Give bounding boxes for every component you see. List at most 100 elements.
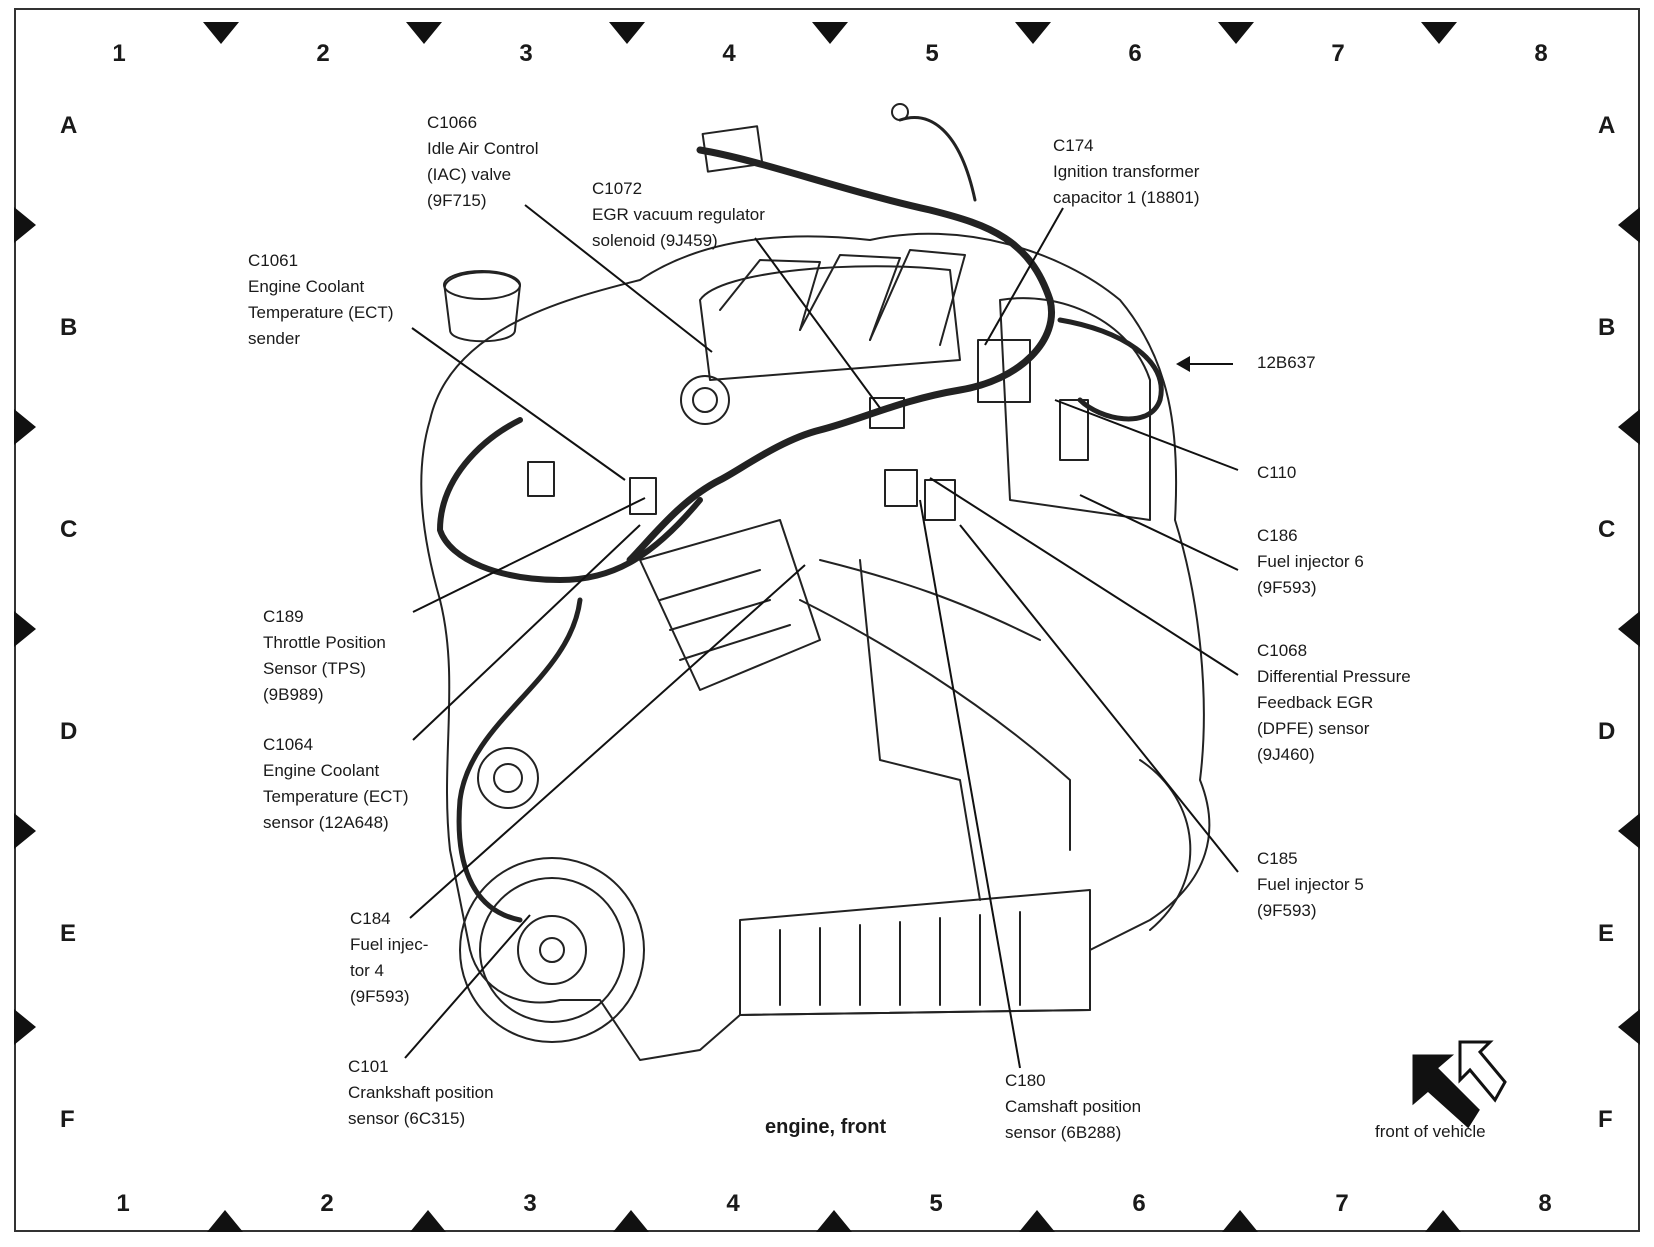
grid-row-left-b: B [60, 314, 78, 341]
callout-c1068-line: (9J460) [1257, 745, 1315, 764]
grid-col-top-5: 5 [925, 40, 939, 67]
grid-row-left-a: A [60, 112, 78, 139]
callout-c185: C185 Fuel injector 5 (9F593) [1257, 846, 1364, 924]
callout-c1066-line: Idle Air Control [427, 139, 539, 158]
callout-c189-line: C189 [263, 607, 304, 626]
grid-row-right-a: A [1598, 112, 1616, 139]
grid-col-bottom-1: 1 [116, 1190, 130, 1217]
wiring-harness [626, 146, 1055, 564]
callout-c1061: C1061 Engine Coolant Temperature (ECT) s… [248, 248, 393, 352]
grid-marker-left [14, 813, 36, 849]
callout-c174-line: capacitor 1 (18801) [1053, 188, 1200, 207]
grid-col-top-6: 6 [1128, 40, 1142, 67]
callout-c101-line: sensor (6C315) [348, 1109, 466, 1128]
callout-c180-line: C180 [1005, 1071, 1046, 1090]
callout-c186-line: Fuel injector 6 [1257, 552, 1364, 571]
callout-c186: C186 Fuel injector 6 (9F593) [1257, 523, 1364, 601]
grid-row-right-b: B [1598, 314, 1616, 341]
callout-c1068-line: C1068 [1257, 641, 1308, 660]
grid-col-bottom-6: 6 [1132, 1190, 1146, 1217]
callout-c174-line: C174 [1053, 136, 1094, 155]
grid-marker-right [1618, 813, 1640, 849]
grid-marker-top [609, 22, 645, 44]
grid-marker-left [14, 409, 36, 445]
callout-c1064-line: Temperature (ECT) [263, 787, 409, 806]
callout-c101-line: C101 [348, 1057, 389, 1076]
grid-marker-top [406, 22, 442, 44]
grid-marker-bottom [1222, 1210, 1258, 1232]
callout-c1072-line: solenoid (9J459) [592, 231, 718, 250]
grid-row-right-f: F [1598, 1106, 1613, 1133]
callout-c189: C189 Throttle Position Sensor (TPS) (9B9… [263, 604, 386, 708]
callout-12b637: 12B637 [1257, 350, 1316, 376]
grid-col-bottom-7: 7 [1335, 1190, 1349, 1217]
callout-c1064-line: sensor (12A648) [263, 813, 389, 832]
callout-c1064: C1064 Engine Coolant Temperature (ECT) s… [263, 732, 408, 836]
callout-c101: C101 Crankshaft position sensor (6C315) [348, 1054, 494, 1132]
grid-marker-bottom [1425, 1210, 1461, 1232]
callout-c189-line: Throttle Position [263, 633, 386, 652]
callout-c1068-line: Differential Pressure [1257, 667, 1411, 686]
grid-marker-left [14, 611, 36, 647]
callout-c1072: C1072 EGR vacuum regulator solenoid (9J4… [592, 176, 765, 254]
grid-marker-bottom [816, 1210, 852, 1232]
oil-cap [443, 271, 521, 343]
callout-c174-line: Ignition transformer [1053, 162, 1200, 181]
callout-c1064-line: Engine Coolant [263, 761, 380, 780]
callout-c1068: C1068 Differential Pressure Feedback EGR… [1257, 638, 1411, 768]
grid-marker-top [203, 22, 239, 44]
grid-row-left-f: F [60, 1106, 75, 1133]
callout-c189-line: Sensor (TPS) [263, 659, 366, 678]
callout-c110-line: C110 [1257, 463, 1297, 482]
grid-col-bottom-5: 5 [929, 1190, 943, 1217]
grid-marker-bottom [410, 1210, 446, 1232]
grid-row-right-d: D [1598, 718, 1616, 745]
engine-outline [420, 232, 1211, 1061]
grid-col-top-7: 7 [1331, 40, 1345, 67]
front-of-vehicle-arrow-icon [1458, 1040, 1507, 1103]
grid-row-right-c: C [1598, 516, 1616, 543]
grid-col-top-4: 4 [722, 40, 736, 67]
callout-c1068-line: Feedback EGR [1257, 693, 1374, 712]
callout-c185-line: Fuel injector 5 [1257, 875, 1364, 894]
callout-c110: C110 [1257, 460, 1296, 486]
front-of-vehicle-label: front of vehicle [1375, 1122, 1486, 1141]
callout-c185-line: C185 [1257, 849, 1298, 868]
callout-c185-line: (9F593) [1257, 901, 1317, 920]
grid-col-top-2: 2 [316, 40, 330, 67]
grid-marker-top [1421, 22, 1457, 44]
grid-marker-top [1015, 22, 1051, 44]
callout-c1066: C1066 Idle Air Control (IAC) valve (9F71… [427, 110, 539, 214]
grid-marker-right [1618, 207, 1640, 243]
grid-marker-right [1618, 611, 1640, 647]
grid-col-bottom-8: 8 [1538, 1190, 1552, 1217]
callout-c184: C184 Fuel injec- tor 4 (9F593) [350, 906, 428, 1010]
callout-c1066-line: (9F715) [427, 191, 487, 210]
grid-marker-right [1618, 1009, 1640, 1045]
callout-c180: C180 Camshaft position sensor (6B288) [1005, 1068, 1141, 1146]
diagram-caption: engine, front [765, 1116, 887, 1138]
callout-c186-line: (9F593) [1257, 578, 1317, 597]
grid-col-bottom-2: 2 [320, 1190, 334, 1217]
grid-marker-bottom [207, 1210, 243, 1232]
grid-col-bottom-4: 4 [726, 1190, 740, 1217]
callout-12b637-line: 12B637 [1257, 353, 1316, 372]
grid-row-left-e: E [60, 920, 77, 947]
callout-c1061-line: Temperature (ECT) [248, 303, 394, 322]
callout-c180-line: Camshaft position [1005, 1097, 1142, 1116]
callout-c1066-line: C1066 [427, 113, 478, 132]
callout-c189-line: (9B989) [263, 685, 324, 704]
callout-c184-line: Fuel injec- [350, 935, 429, 954]
grid-col-top-8: 8 [1534, 40, 1548, 67]
callout-c1068-line: (DPFE) sensor [1257, 719, 1370, 738]
grid-marker-bottom [613, 1210, 649, 1232]
grid-marker-top [812, 22, 848, 44]
callout-c1061-line: sender [248, 329, 300, 348]
callout-c180-line: sensor (6B288) [1005, 1123, 1122, 1142]
grid-col-top-1: 1 [112, 40, 126, 67]
callout-c184-line: tor 4 [350, 961, 385, 980]
grid-col-top-3: 3 [519, 40, 533, 67]
grid-col-bottom-3: 3 [523, 1190, 537, 1217]
grid-marker-bottom [1019, 1210, 1055, 1232]
